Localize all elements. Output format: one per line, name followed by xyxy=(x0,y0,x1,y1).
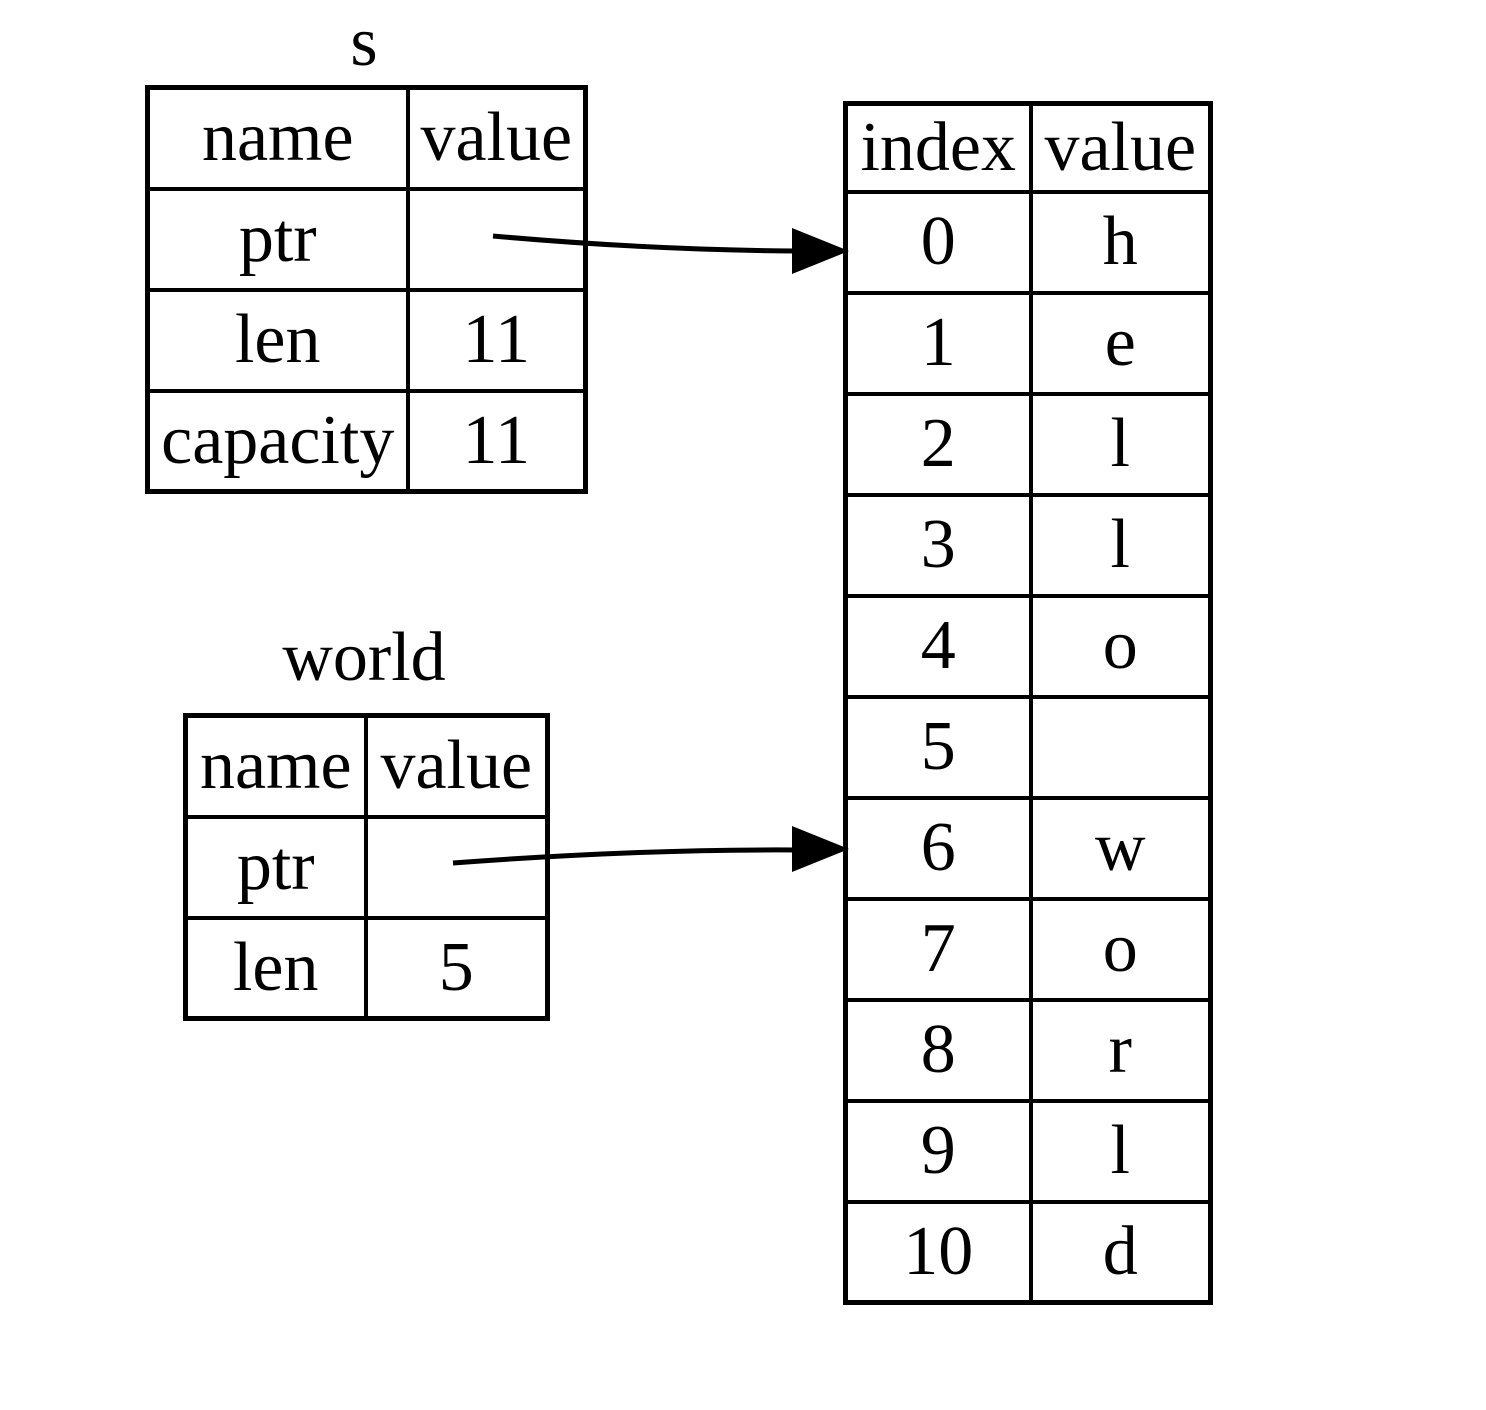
memory-index-cell: 3 xyxy=(843,492,1033,598)
memory-index-cell: 1 xyxy=(843,290,1033,396)
table-row: 7 o xyxy=(843,896,1213,1002)
memory-header-index: index xyxy=(843,101,1033,194)
memory-index-cell: 7 xyxy=(843,896,1033,1002)
memory-table: index value 0 h 1 e 2 l 3 l 4 o xyxy=(843,101,1213,1305)
s-table-title: s xyxy=(350,4,378,81)
memory-index-cell: 6 xyxy=(843,795,1033,901)
memory-index-cell: 0 xyxy=(843,189,1033,295)
s-table: name value ptr len 11 capacity 11 xyxy=(145,85,588,494)
table-row: 10 d xyxy=(843,1199,1213,1305)
table-row: len 5 xyxy=(183,915,550,1021)
world-ptr-arrowhead-icon xyxy=(792,826,849,872)
s-ptr-value-cell xyxy=(405,186,588,292)
table-row: 0 h xyxy=(843,189,1213,295)
memory-value-cell: w xyxy=(1028,795,1213,901)
memory-header-value: value xyxy=(1028,101,1213,194)
memory-value-cell: d xyxy=(1028,1199,1213,1305)
memory-header-row: index value xyxy=(843,101,1213,194)
memory-index-cell: 9 xyxy=(843,1098,1033,1204)
s-header-value: value xyxy=(405,85,588,191)
table-row: ptr xyxy=(183,814,550,920)
table-row: 4 o xyxy=(843,593,1213,699)
s-len-label: len xyxy=(145,287,410,393)
memory-index-cell: 10 xyxy=(843,1199,1033,1305)
memory-value-cell: l xyxy=(1028,391,1213,497)
memory-value-cell: e xyxy=(1028,290,1213,396)
table-row: len 11 xyxy=(145,287,588,393)
world-header-name: name xyxy=(183,713,368,819)
table-row: capacity 11 xyxy=(145,388,588,494)
table-row: 3 l xyxy=(843,492,1213,598)
memory-value-cell: l xyxy=(1028,492,1213,598)
memory-value-cell: h xyxy=(1028,189,1213,295)
table-row: 2 l xyxy=(843,391,1213,497)
table-row: ptr xyxy=(145,186,588,292)
s-capacity-value: 11 xyxy=(405,388,588,494)
table-row: 8 r xyxy=(843,997,1213,1103)
memory-value-cell: l xyxy=(1028,1098,1213,1204)
memory-value-cell: o xyxy=(1028,896,1213,1002)
memory-index-cell: 4 xyxy=(843,593,1033,699)
s-ptr-label: ptr xyxy=(145,186,410,292)
table-row: 5 xyxy=(843,694,1213,800)
world-table-title: world xyxy=(282,619,446,696)
world-header-value: value xyxy=(363,713,550,819)
memory-value-cell: r xyxy=(1028,997,1213,1103)
world-table: name value ptr len 5 xyxy=(183,713,550,1021)
world-ptr-label: ptr xyxy=(183,814,368,920)
memory-value-cell: o xyxy=(1028,593,1213,699)
world-header-row: name value xyxy=(183,713,550,819)
table-row: 6 w xyxy=(843,795,1213,901)
table-row: 1 e xyxy=(843,290,1213,396)
s-len-value: 11 xyxy=(405,287,588,393)
world-len-label: len xyxy=(183,915,368,1021)
memory-index-cell: 2 xyxy=(843,391,1033,497)
s-header-row: name value xyxy=(145,85,588,191)
table-row: 9 l xyxy=(843,1098,1213,1204)
s-capacity-label: capacity xyxy=(145,388,410,494)
memory-index-cell: 5 xyxy=(843,694,1033,800)
memory-value-cell xyxy=(1028,694,1213,800)
s-header-name: name xyxy=(145,85,410,191)
world-ptr-value-cell xyxy=(363,814,550,920)
memory-index-cell: 8 xyxy=(843,997,1033,1103)
world-len-value: 5 xyxy=(363,915,550,1021)
s-ptr-arrowhead-icon xyxy=(792,228,849,274)
